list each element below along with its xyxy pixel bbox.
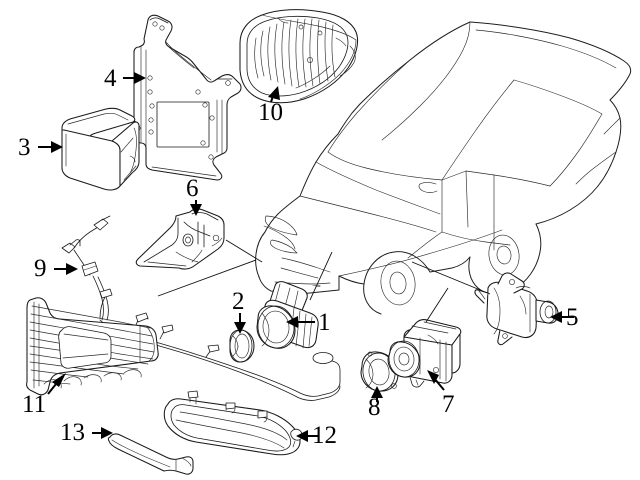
vehicle-body-outline: [255, 21, 632, 315]
part-lower-bumper-grille: [26, 297, 159, 396]
part-side-view-camera: [474, 272, 559, 346]
callout-3-number: 3: [18, 134, 31, 161]
callout-7-number: 7: [442, 391, 455, 418]
callout-7: 7: [427, 370, 455, 418]
callout-2-number: 2: [232, 288, 245, 315]
callout-9-number: 9: [34, 255, 47, 282]
callout-3: 3: [18, 134, 63, 161]
callout-9: 9: [34, 255, 78, 282]
callout-13-number: 13: [60, 419, 85, 446]
callout-8: 8: [368, 386, 383, 421]
callout-1: 1: [286, 309, 331, 336]
callout-13: 13: [60, 419, 113, 446]
callout-10-number: 10: [258, 99, 283, 126]
part-sensor-retaining-ring: [229, 329, 255, 363]
callout-5: 5: [550, 304, 579, 331]
callout-6-number: 6: [186, 175, 199, 202]
part-trim-strip: [107, 433, 194, 475]
part-control-module: [61, 107, 140, 191]
callout-11-number: 11: [22, 391, 46, 418]
part-harness-main-cable: [99, 288, 341, 401]
part-kidney-grille: [239, 9, 359, 104]
leader-lines: [157, 239, 491, 323]
callout-10: 10: [258, 86, 283, 126]
part-sensor-support-bracket: [135, 208, 225, 270]
callout-1-number: 1: [318, 309, 331, 336]
part-camera-module: [387, 319, 462, 388]
callout-4-number: 4: [104, 65, 117, 92]
callout-2: 2: [232, 288, 246, 334]
part-sensor-wiring-harness: [61, 215, 111, 321]
callout-8-number: 8: [368, 394, 381, 421]
callout-4: 4: [104, 65, 146, 92]
part-bumper-trim-molding: [163, 390, 303, 456]
callout-11: 11: [22, 373, 66, 418]
callout-6: 6: [186, 175, 202, 216]
callout-12: 12: [296, 422, 337, 449]
